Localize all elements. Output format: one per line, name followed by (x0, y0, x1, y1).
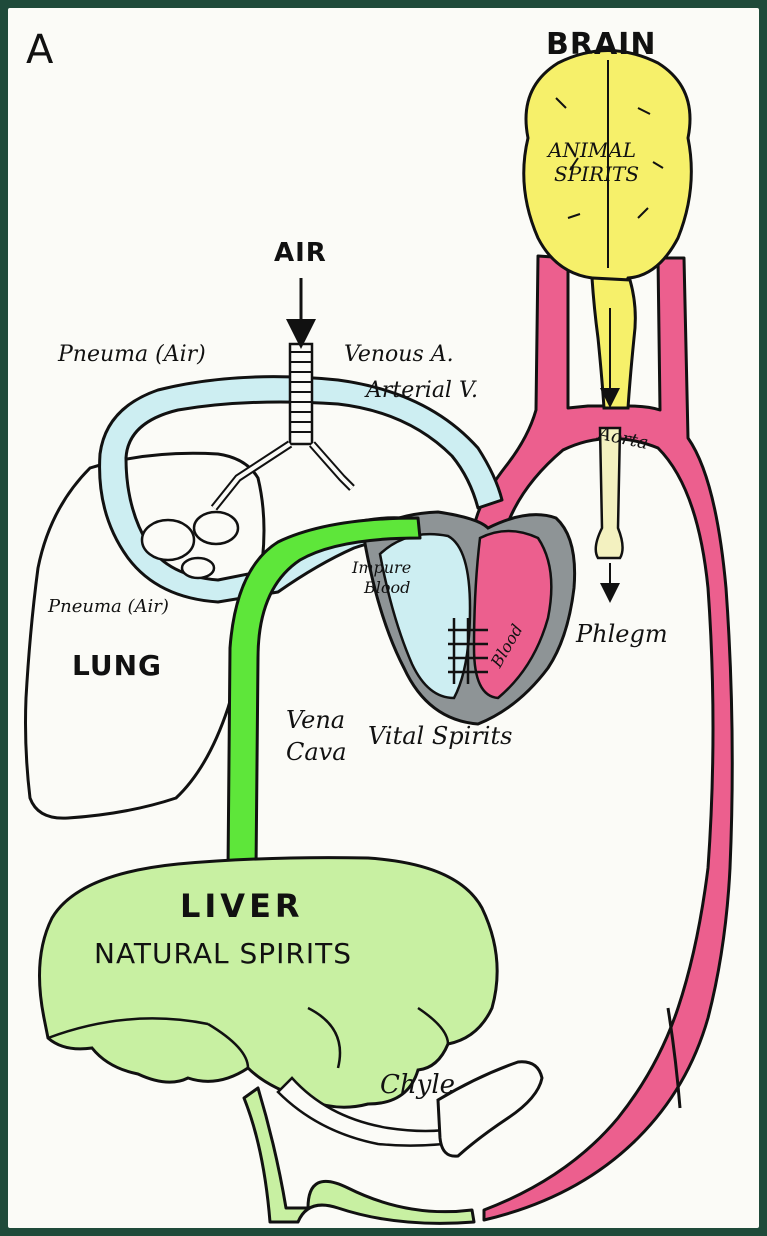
venous-a-label: Venous A. (344, 344, 454, 366)
figure-letter: A (26, 30, 54, 70)
air-label: AIR (274, 240, 327, 266)
impure-blood-label-line1: Impure (352, 560, 411, 576)
galen-physiology-diagram (8, 8, 759, 1228)
brain-label: BRAIN (546, 30, 656, 60)
heart-shape (364, 512, 575, 724)
phlegm-label: Phlegm (576, 622, 668, 646)
pneuma-lower-label: Pneuma (Air) (48, 598, 169, 616)
vital-spirits-label: Vital Spirits (368, 724, 512, 748)
impure-blood-label-line2: Blood (364, 580, 410, 596)
arterial-v-label: Arterial V. (366, 380, 478, 402)
lung-label: LUNG (72, 652, 162, 680)
animal-spirits-label-line1: ANIMAL (548, 140, 636, 160)
vena-cava-label-line2: Cava (286, 740, 347, 764)
natural-spirits-label: NATURAL SPIRITS (94, 940, 352, 968)
vena-cava-label-line1: Vena (286, 708, 345, 732)
pneuma-top-label: Pneuma (Air) (58, 344, 206, 366)
animal-spirits-label-line2: SPIRITS (554, 164, 639, 184)
chyle-label: Chyle (380, 1072, 455, 1098)
diagram-panel: A BRAIN ANIMAL SPIRITS AIR Pneuma (Air) … (8, 8, 759, 1228)
liver-label: LIVER (180, 890, 304, 922)
